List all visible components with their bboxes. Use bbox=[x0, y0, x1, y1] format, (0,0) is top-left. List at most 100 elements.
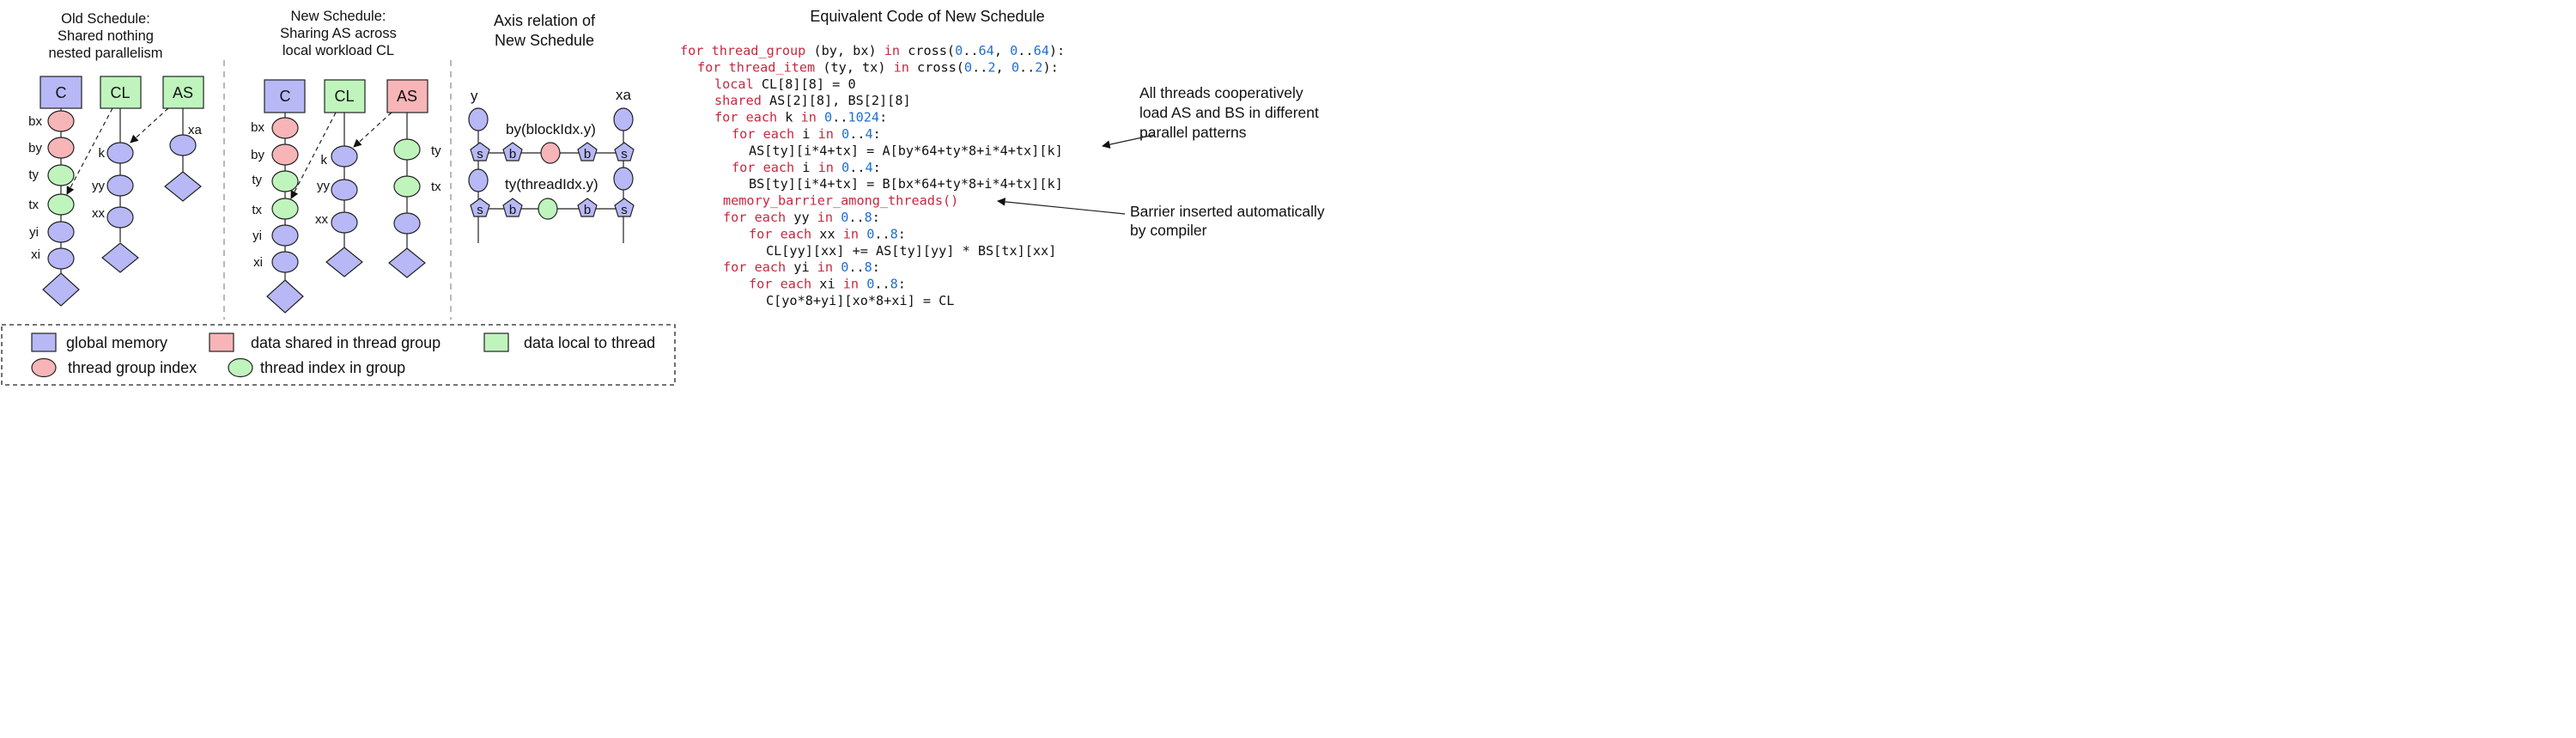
old-schedule-title-1: Old Schedule: bbox=[61, 11, 150, 27]
old-buffer-as bbox=[162, 76, 204, 109]
old-axis-xa bbox=[169, 134, 197, 156]
new-c-store bbox=[266, 279, 304, 314]
legend-local: data local to thread bbox=[524, 334, 655, 351]
axis-label-xa: xa bbox=[616, 87, 632, 103]
old-schedule-panel: Old Schedule: Shared nothing nested para… bbox=[28, 11, 204, 307]
new-label-as-tx: tx bbox=[431, 180, 441, 194]
new-label-tx: tx bbox=[252, 203, 262, 217]
axis-xa-outer bbox=[613, 107, 634, 131]
code-line: BS[ty][i*4+tx] = B[bx*64+ty*8+i*4+tx][k] bbox=[749, 176, 1063, 192]
split-glyph-1-right: s bbox=[621, 147, 628, 162]
new-axis-yy bbox=[331, 179, 358, 201]
new-axis-yi bbox=[271, 224, 299, 247]
legend-shared-swatch bbox=[209, 332, 234, 352]
old-axis-xx bbox=[106, 206, 134, 229]
code-line: C[yo*8+yi][xo*8+xi] = CL bbox=[766, 293, 954, 308]
bind-glyph-2-left: b bbox=[509, 203, 516, 217]
code-line: for each i in 0..4: bbox=[732, 160, 881, 175]
legend-local-swatch bbox=[483, 332, 509, 352]
new-as-axis-xa bbox=[393, 212, 421, 235]
legend-thread-index-swatch bbox=[228, 357, 253, 378]
axis-label-y: y bbox=[471, 88, 478, 104]
old-label-yi: yi bbox=[29, 225, 39, 240]
old-as-store bbox=[164, 171, 202, 202]
row1-label: by(blockIdx.y) bbox=[506, 121, 596, 137]
old-axis-by bbox=[47, 137, 75, 159]
code-line: shared AS[2][8], BS[2][8] bbox=[714, 93, 911, 108]
new-axis-k bbox=[331, 145, 358, 168]
old-label-yy: yy bbox=[92, 179, 106, 193]
old-label-ty: ty bbox=[28, 168, 39, 182]
bind-glyph-1-left: b bbox=[509, 147, 516, 162]
old-buffer-c bbox=[39, 76, 82, 109]
split-glyph-2-right: s bbox=[621, 203, 628, 217]
new-buffer-cl-label: CL bbox=[334, 88, 354, 105]
legend: global memory data shared in thread grou… bbox=[1, 324, 676, 386]
bind-glyph-2-right: b bbox=[584, 203, 591, 217]
bind-node-2-left bbox=[502, 198, 523, 217]
code-panel: Equivalent Code of New Schedule for thre… bbox=[680, 8, 1325, 308]
old-label-tx: tx bbox=[28, 198, 39, 212]
old-c-store bbox=[42, 272, 80, 307]
old-label-by: by bbox=[28, 141, 42, 156]
bind-glyph-1-right: b bbox=[584, 147, 591, 162]
old-axis-xi bbox=[47, 247, 75, 270]
old-label-xa: xa bbox=[188, 123, 203, 137]
row1-group-index bbox=[540, 142, 561, 164]
code-line: for thread_group (by, bx) in cross(0..64… bbox=[680, 43, 1065, 58]
old-axis-yy bbox=[106, 174, 134, 197]
new-schedule-panel: New Schedule: Sharing AS across local wo… bbox=[251, 9, 441, 314]
code-line: for each i in 0..4: bbox=[732, 126, 881, 142]
annotation-barrier-1: Barrier inserted automatically bbox=[1130, 203, 1325, 220]
code-block: for thread_group (by, bx) in cross(0..64… bbox=[680, 43, 1065, 308]
split-node-1-left bbox=[470, 142, 490, 162]
old-buffer-cl-label: CL bbox=[110, 84, 130, 101]
legend-global-memory: global memory bbox=[66, 334, 167, 351]
code-line: for each yi in 0..8: bbox=[723, 259, 880, 275]
annotation-barrier-2: by compiler bbox=[1130, 222, 1207, 239]
new-label-as-ty: ty bbox=[431, 143, 441, 158]
old-buffer-cl bbox=[100, 76, 142, 109]
code-line: for each yy in 0..8: bbox=[723, 210, 880, 225]
new-as-axis-ty bbox=[393, 138, 421, 161]
code-line: for each k in 0..1024: bbox=[714, 110, 887, 125]
bind-node-1-right bbox=[577, 142, 598, 162]
old-label-k: k bbox=[99, 146, 106, 161]
new-label-yy: yy bbox=[317, 179, 331, 193]
new-buffer-c bbox=[264, 79, 306, 113]
annotation-load-1: All threads cooperatively bbox=[1139, 84, 1303, 101]
code-line: AS[ty][i*4+tx] = A[by*64+ty*8+i*4+tx][k] bbox=[749, 143, 1063, 158]
code-line: memory_barrier_among_threads() bbox=[723, 193, 958, 209]
new-label-ty: ty bbox=[252, 173, 262, 187]
split-node-1-right bbox=[614, 142, 635, 162]
annotation-load-3: parallel patterns bbox=[1139, 124, 1247, 141]
legend-shared: data shared in thread group bbox=[251, 334, 440, 351]
split-node-2-right bbox=[614, 198, 635, 217]
old-label-xx: xx bbox=[92, 206, 106, 221]
legend-thread-index: thread index in group bbox=[260, 359, 405, 376]
new-as-store bbox=[388, 247, 426, 278]
old-axis-tx bbox=[47, 193, 75, 216]
new-label-by: by bbox=[251, 148, 264, 162]
legend-global-memory-swatch bbox=[31, 332, 57, 352]
old-label-bx: bx bbox=[28, 114, 42, 129]
new-label-bx: bx bbox=[251, 120, 264, 135]
old-axis-bx bbox=[47, 110, 75, 132]
axis-y-outer bbox=[468, 107, 489, 131]
split-glyph-2-left: s bbox=[477, 203, 483, 217]
old-buffer-c-label: C bbox=[56, 84, 67, 101]
split-glyph-1-left: s bbox=[477, 147, 483, 162]
code-line: for thread_item (ty, tx) in cross(0..2, … bbox=[697, 59, 1059, 75]
new-label-xi: xi bbox=[253, 255, 263, 270]
bind-node-1-left bbox=[502, 142, 523, 162]
new-schedule-title-3: local workload CL bbox=[283, 43, 394, 58]
axis-relation-title-1: Axis relation of bbox=[494, 12, 596, 29]
code-line: for each xi in 0..8: bbox=[749, 277, 906, 292]
axis-relation-title-2: New Schedule bbox=[495, 32, 594, 49]
new-axis-xi bbox=[271, 251, 299, 273]
code-line: for each xx in 0..8: bbox=[749, 226, 906, 241]
old-buffer-as-label: AS bbox=[173, 84, 193, 101]
old-axis-ty bbox=[47, 164, 75, 186]
row2-thread-index bbox=[538, 198, 558, 220]
new-schedule-title-1: New Schedule: bbox=[291, 9, 386, 24]
